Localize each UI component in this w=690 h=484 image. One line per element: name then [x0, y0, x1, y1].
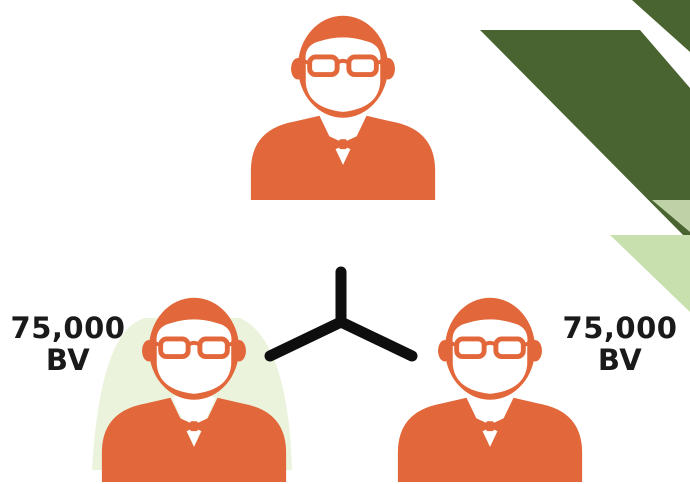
decorative-stripe-dark: [632, 0, 690, 52]
person-right-icon: [398, 298, 582, 482]
decorative-stripe-light: [652, 200, 690, 232]
three-way-branch-connector-icon: [264, 266, 418, 362]
left-bv-label: 75,000 BV: [4, 312, 132, 376]
right-bv-label: 75,000 BV: [556, 312, 684, 376]
right-bv-unit: BV: [597, 343, 643, 377]
person-top-icon: [251, 16, 435, 200]
left-bv-unit: BV: [45, 343, 91, 377]
decorative-stripe-dark: [480, 30, 690, 242]
decorative-stripe-light: [610, 235, 690, 312]
left-bv-value: 75,000: [10, 311, 126, 345]
right-bv-value: 75,000: [562, 311, 678, 345]
